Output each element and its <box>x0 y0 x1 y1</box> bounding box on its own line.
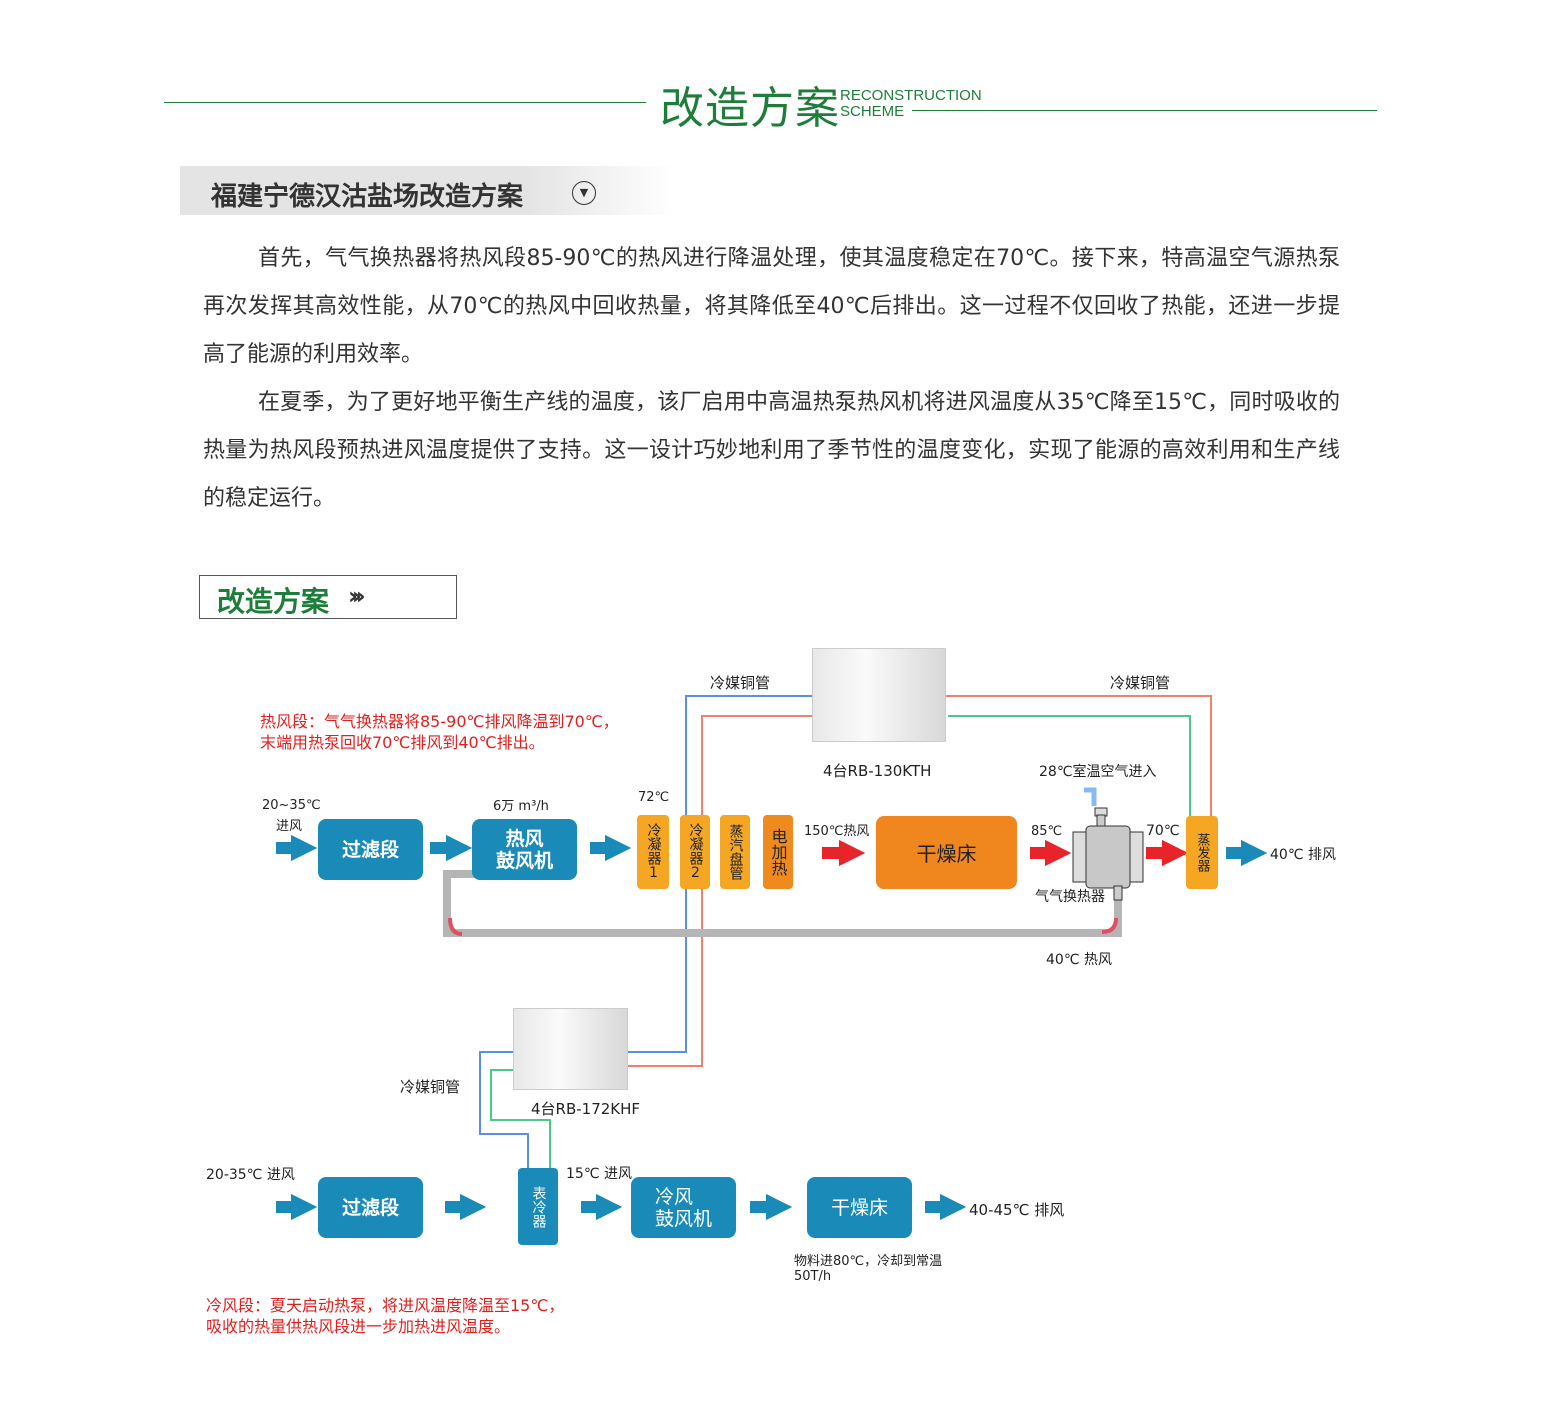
pipe-label: 冷媒铜管 <box>710 674 771 692</box>
steam-coil-box: 蒸汽盘管 <box>720 815 750 889</box>
cold-fan-box: 冷风 鼓风机 <box>631 1177 736 1238</box>
pipe-label: 冷媒铜管 <box>1110 674 1171 692</box>
material-label-1: 物料进80℃，冷却到常温 <box>794 1254 943 1269</box>
hot-section-note-2: 末端用热泵回收70℃排风到40℃排出。 <box>260 733 545 752</box>
airflow-label: 6万 m³/h <box>493 799 549 814</box>
cold-filter-box: 过滤段 <box>318 1177 423 1238</box>
flow-arrows <box>276 834 1268 1221</box>
hot-fan-box: 热风 鼓风机 <box>472 819 577 880</box>
surface-cooler-box: 表冷器 <box>518 1168 558 1245</box>
scheme-button[interactable]: 改造方案 ››› <box>199 575 457 619</box>
return-arrow-icon <box>1101 917 1118 934</box>
unit-top-label: 4台RB-130KTH <box>823 762 932 780</box>
room-air-arrow-icon <box>1084 787 1097 806</box>
subtitle-line-1: RECONSTRUCTION <box>840 87 982 104</box>
hot-section-note-1: 热风段：气气换热器将85-90℃排风降温到70℃， <box>260 712 619 731</box>
exhaust-4045-label: 40-45℃ 排风 <box>969 1201 1065 1219</box>
heat-pump-unit-top <box>812 648 946 742</box>
pipe-label: 冷媒铜管 <box>400 1078 461 1096</box>
pipe-green-right <box>948 715 1191 816</box>
hot-air-150-label: 150℃热风 <box>804 824 870 839</box>
hot-inlet-label: 进风 <box>276 819 303 834</box>
cold-inlet-label: 20-35℃ 进风 <box>206 1167 295 1183</box>
hot-filter-box: 过滤段 <box>318 819 423 880</box>
exchanger-label: 气气换热器 <box>1035 889 1105 905</box>
pipe-red-right <box>944 695 1212 816</box>
material-label-2: 50T/h <box>794 1269 832 1284</box>
section-heading[interactable]: 福建宁德汉沽盐场改造方案 ▼ <box>180 166 675 215</box>
unit-bottom-label: 4台RB-172KHF <box>531 1100 641 1118</box>
exhaust-40-label: 40℃ 排风 <box>1270 847 1336 863</box>
dropdown-toggle-icon[interactable]: ▼ <box>572 181 596 205</box>
pipe-green-bottom <box>490 1069 551 1168</box>
hot-inlet-temp: 20~35℃ <box>262 798 321 813</box>
paragraph-1: 首先，气气换热器将热风段85-90℃的热风进行降温处理，使其温度稳定在70℃。接… <box>203 246 1340 367</box>
condenser-1-box: 冷凝器1 <box>637 815 669 889</box>
return-duct <box>443 870 1122 937</box>
temp-70-label: 70℃ <box>1146 823 1180 839</box>
cold-section-note-2: 吸收的热量供热风段进一步加热进风温度。 <box>206 1317 511 1336</box>
scheme-button-label: 改造方案 <box>217 585 330 618</box>
evaporator-box: 蒸发器 <box>1186 816 1218 889</box>
page-title: 改造方案 <box>660 83 840 134</box>
heat-pump-unit-bottom <box>513 1008 628 1090</box>
dryer-box: 干燥床 <box>876 816 1017 889</box>
section-heading-text: 福建宁德汉沽盐场改造方案 <box>211 182 524 212</box>
temp-85-label: 85℃ <box>1031 824 1063 839</box>
heat-exchanger-icon <box>1072 807 1144 901</box>
condenser-2-box: 冷凝器2 <box>680 815 710 889</box>
return-40-label: 40℃ 热风 <box>1046 952 1112 968</box>
return-up-arrow-icon <box>448 917 463 936</box>
header-divider-left <box>164 102 646 103</box>
room-air-label: 28℃室温空气进入 <box>1039 764 1157 780</box>
subtitle-line-2: SCHEME <box>840 103 905 120</box>
temp-72-label: 72℃ <box>638 790 670 805</box>
electric-heat-box: 电加热 <box>763 815 793 889</box>
cold-dryer-box: 干燥床 <box>807 1177 912 1238</box>
pipe-red-top <box>626 715 812 1067</box>
cold-section-note-1: 冷风段：夏天启动热泵，将进风温度降温至15℃， <box>206 1296 565 1315</box>
pipe-blue-bottom <box>479 1051 529 1168</box>
inlet-15-label: 15℃ 进风 <box>566 1166 632 1182</box>
header-divider-right <box>912 110 1377 111</box>
paragraph-2: 在夏季，为了更好地平衡生产线的温度，该厂启用中高温热泵热风机将进风温度从35℃降… <box>203 390 1340 511</box>
